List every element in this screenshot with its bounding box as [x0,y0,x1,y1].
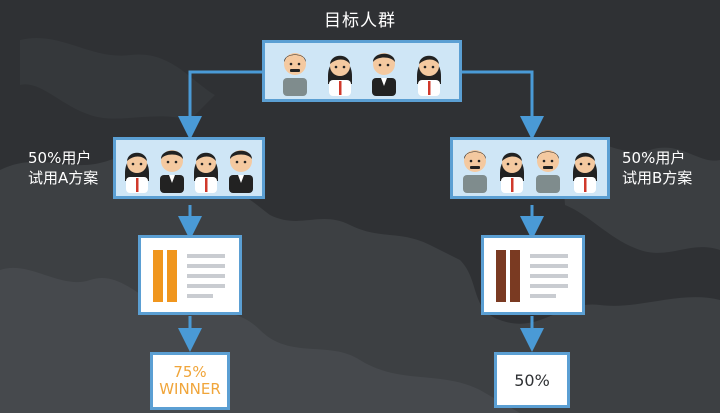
group-a-line2: 试用A方案 [28,169,99,187]
group-b-line1: 50%用户 [622,149,686,167]
target-audience-panel [262,40,462,102]
woman-icon [194,152,219,193]
variant-b-document [481,235,585,315]
group-b-line2: 试用B方案 [622,169,693,187]
variant-a-document [138,235,242,315]
man-mustache-icon [283,53,308,96]
man-suit-icon [159,150,184,193]
document-a-icon [153,250,225,302]
group-a-label: 50%用户 试用A方案 [28,148,98,188]
target-audience-title: 目标人群 [324,11,396,31]
woman-icon [499,152,524,193]
man-suit-icon [228,150,253,193]
group-a-line1: 50%用户 [28,149,92,167]
group-b-label: 50%用户 试用B方案 [622,148,692,188]
result-a-tag: WINNER [159,380,221,398]
woman-icon [327,55,352,96]
result-b-box: 50% [494,352,570,408]
man-mustache-icon [536,150,561,193]
woman-icon [416,55,441,96]
man-suit-icon [372,53,397,96]
document-b-icon [496,250,568,302]
woman-icon [125,152,150,193]
result-b-value: 50% [514,370,550,390]
man-mustache-icon [463,150,488,193]
result-a-value: 75% [173,363,207,381]
woman-icon [572,152,597,193]
group-b-panel [450,137,610,199]
group-a-panel [113,137,265,199]
result-a-box: 75% WINNER [150,352,230,410]
